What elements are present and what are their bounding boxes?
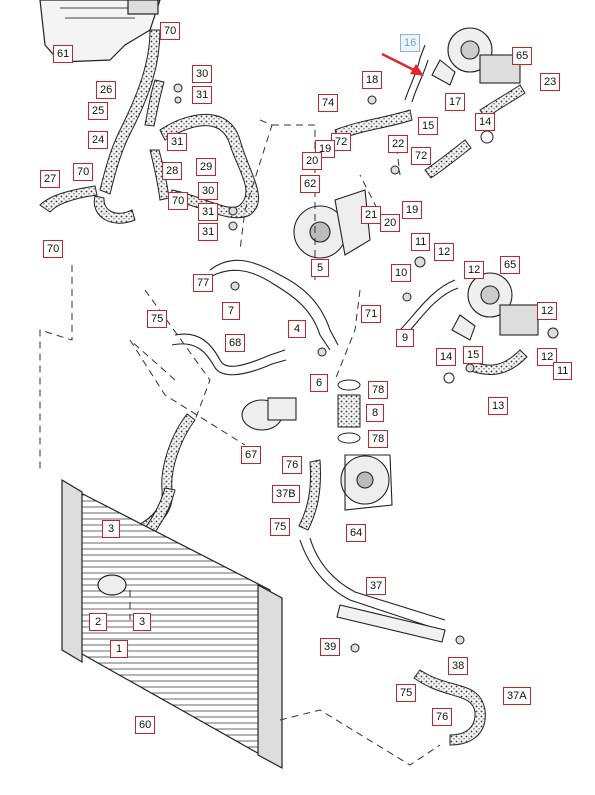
part-label-21[interactable]: 21 (361, 206, 382, 224)
part-label-78a[interactable]: 78 (368, 381, 389, 399)
part-label-9[interactable]: 9 (396, 329, 414, 347)
part-label-60[interactable]: 60 (135, 716, 156, 734)
part-label-76b[interactable]: 76 (432, 708, 453, 726)
vacuum-pump (293, 189, 371, 259)
part-label-30b[interactable]: 30 (198, 182, 219, 200)
part-label-20b[interactable]: 20 (380, 214, 401, 232)
part-label-75c[interactable]: 75 (396, 684, 417, 702)
part-label-5[interactable]: 5 (311, 259, 329, 277)
part-label-3a[interactable]: 3 (102, 520, 120, 538)
part-label-31b[interactable]: 31 (167, 133, 188, 151)
part-label-20a[interactable]: 20 (302, 152, 323, 170)
part-label-62[interactable]: 62 (300, 175, 321, 193)
part-label-12c[interactable]: 12 (537, 302, 558, 320)
part-label-65b[interactable]: 65 (500, 256, 521, 274)
part-label-68[interactable]: 68 (225, 334, 246, 352)
part-label-72a[interactable]: 72 (331, 133, 352, 151)
part-label-37B[interactable]: 37B (272, 485, 300, 503)
part-label-67[interactable]: 67 (241, 446, 262, 464)
part-label-16[interactable]: 16 (400, 34, 421, 52)
radiator (61, 478, 283, 770)
part-label-14b[interactable]: 14 (436, 348, 457, 366)
part-label-78b[interactable]: 78 (368, 430, 389, 448)
part-label-12d[interactable]: 12 (537, 348, 558, 366)
part-label-72b[interactable]: 72 (411, 147, 432, 165)
part-label-31a[interactable]: 31 (192, 86, 213, 104)
part-label-24[interactable]: 24 (88, 131, 109, 149)
part-label-15a[interactable]: 15 (418, 117, 439, 135)
filter-element (337, 379, 361, 444)
pipes (171, 44, 459, 631)
part-label-12a[interactable]: 12 (434, 243, 455, 261)
part-label-14a[interactable]: 14 (475, 113, 496, 131)
part-label-28[interactable]: 28 (162, 162, 183, 180)
part-label-70b[interactable]: 70 (73, 163, 94, 181)
part-label-74[interactable]: 74 (318, 94, 339, 112)
part-label-64[interactable]: 64 (346, 524, 367, 542)
part-label-75b[interactable]: 75 (270, 518, 291, 536)
part-label-3b[interactable]: 3 (133, 613, 151, 631)
part-label-77[interactable]: 77 (193, 274, 214, 292)
fasteners (173, 83, 559, 653)
part-label-13[interactable]: 13 (488, 397, 509, 415)
part-label-4[interactable]: 4 (288, 320, 306, 338)
part-label-71[interactable]: 71 (361, 305, 382, 323)
part-label-15b[interactable]: 15 (463, 346, 484, 364)
turbocharger-upper (431, 27, 521, 86)
part-label-61[interactable]: 61 (53, 45, 74, 63)
part-label-11a[interactable]: 11 (411, 233, 431, 251)
part-label-70a[interactable]: 70 (160, 22, 181, 40)
part-label-39[interactable]: 39 (320, 638, 341, 656)
part-label-70d[interactable]: 70 (43, 240, 64, 258)
turbocharger-lower (451, 272, 539, 341)
part-label-10[interactable]: 10 (391, 264, 412, 282)
part-label-37[interactable]: 37 (366, 577, 387, 595)
part-label-11b[interactable]: 11 (553, 362, 573, 380)
part-label-25[interactable]: 25 (88, 102, 109, 120)
part-label-27[interactable]: 27 (40, 170, 61, 188)
part-label-2[interactable]: 2 (89, 613, 107, 631)
part-label-19b[interactable]: 19 (402, 201, 423, 219)
aux-pump (241, 397, 297, 431)
part-label-1[interactable]: 1 (110, 640, 128, 658)
part-label-38[interactable]: 38 (448, 657, 469, 675)
part-label-8[interactable]: 8 (366, 404, 384, 422)
part-label-17[interactable]: 17 (445, 93, 466, 111)
part-label-37A[interactable]: 37A (503, 687, 531, 705)
part-label-12b[interactable]: 12 (464, 261, 485, 279)
part-label-6[interactable]: 6 (310, 374, 328, 392)
hose-set (39, 29, 528, 746)
part-label-29[interactable]: 29 (196, 158, 217, 176)
part-label-7[interactable]: 7 (222, 302, 240, 320)
part-label-76a[interactable]: 76 (282, 456, 303, 474)
part-label-18[interactable]: 18 (362, 71, 383, 89)
part-label-23[interactable]: 23 (540, 73, 561, 91)
part-label-22[interactable]: 22 (388, 135, 409, 153)
part-label-31d[interactable]: 31 (198, 223, 219, 241)
coolant-pump-housing (340, 454, 393, 511)
part-label-30a[interactable]: 30 (192, 65, 213, 83)
part-label-70c[interactable]: 70 (168, 192, 189, 210)
part-label-65a[interactable]: 65 (512, 47, 533, 65)
part-label-26[interactable]: 26 (96, 81, 117, 99)
part-label-75a[interactable]: 75 (147, 310, 168, 328)
pipe-assembly-37 (336, 604, 446, 643)
part-label-31c[interactable]: 31 (198, 203, 219, 221)
